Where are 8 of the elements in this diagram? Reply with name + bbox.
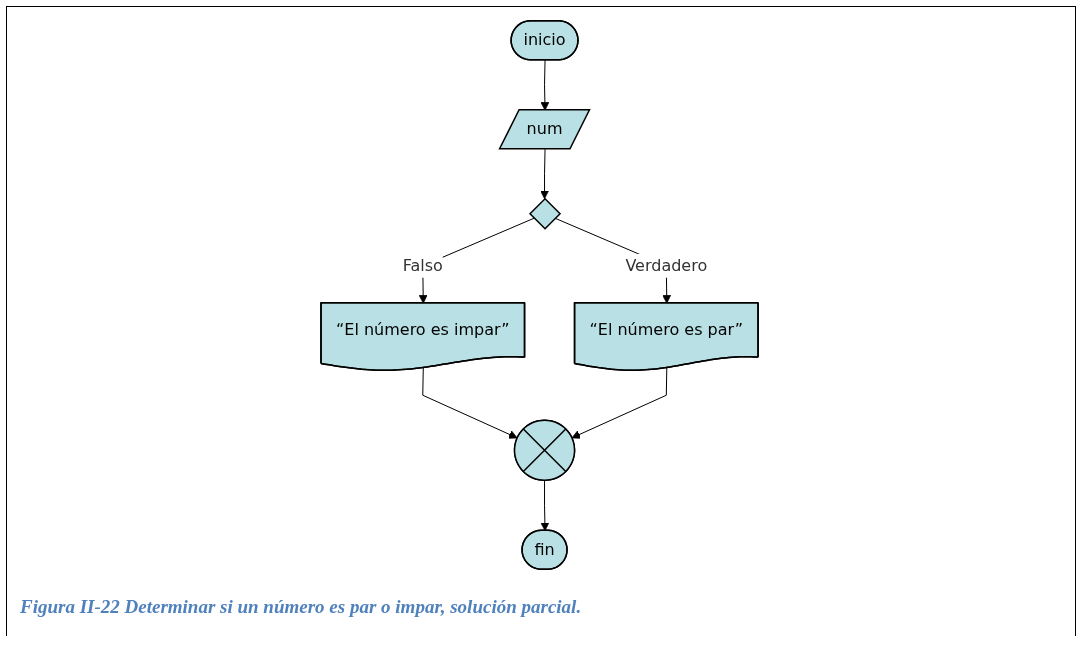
arrow [422, 367, 519, 439]
arrow [540, 148, 550, 200]
arrow [571, 367, 668, 439]
arrow [540, 479, 550, 532]
edge-label: Falso [403, 255, 444, 275]
node-diamond [529, 197, 562, 230]
edge-label: Verdadero [625, 255, 708, 275]
figure-caption: Figura II-22 Determinar si un número es par o impar, solución parcial. [20, 596, 582, 618]
